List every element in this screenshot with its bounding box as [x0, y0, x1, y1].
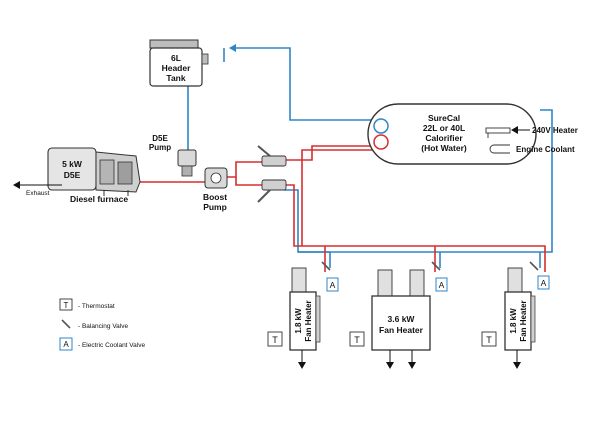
legend-valve-symbol — [59, 337, 73, 351]
electric-valve-3 — [537, 275, 550, 290]
flow-pipe-boost-to-valves — [226, 161, 262, 178]
balancing-valve-3 — [529, 261, 539, 271]
fan-heater-3-label-1: 1.8 kW — [509, 308, 518, 334]
legend-thermostat-symbol — [59, 298, 73, 311]
calorifier-return-coil — [373, 118, 389, 134]
fan-heater-2: 3.6 kW Fan Heater T A — [349, 261, 448, 369]
electric-valve-2 — [435, 277, 448, 292]
flow-pipe-valve-to-heaters — [286, 184, 302, 247]
header-tank: 6L Header Tank — [149, 39, 209, 87]
header-tank-label-3: Tank — [166, 73, 185, 83]
diverter-valve-lower — [257, 179, 287, 203]
fan-heater-2-label-1: 3.6 kW — [388, 314, 416, 324]
electric-valve-1 — [326, 277, 339, 292]
diverter-valve-upper — [257, 145, 287, 167]
return-pipe-valve-to-return — [284, 189, 330, 253]
flow-pipe-heater-main — [302, 245, 546, 272]
electric-valve-3-letter: A — [541, 278, 547, 288]
calorifier-label-4: (Hot Water) — [421, 143, 467, 153]
return-pipe-calorifier-to-tank — [229, 44, 376, 121]
thermostat-3 — [481, 331, 497, 347]
thermostat-1 — [267, 331, 283, 347]
return-pipe-heater-main — [298, 109, 553, 253]
legend: T - Thermostat - Balancing Valve A - Ele… — [59, 298, 145, 351]
boost-pump-label-1: Boost — [203, 192, 227, 202]
electric-valve-2-letter: A — [439, 280, 445, 290]
fan-heater-1-label-2: Fan Heater — [304, 300, 313, 341]
legend-thermostat-symbol-letter: T — [64, 301, 69, 310]
electric-heater-element — [485, 127, 511, 134]
calorifier-coolant-label: Engine Coolant — [516, 145, 575, 154]
engine-coolant-coil — [489, 144, 510, 154]
furnace-label-2: D5E — [64, 170, 81, 180]
legend-thermostat-text: - Thermostat — [78, 303, 115, 310]
calorifier-heater-label: 240V Heater — [532, 126, 578, 135]
diesel-furnace: 5 kW D5E Diesel furnace Exhaust — [13, 147, 141, 204]
flow-pipe-calorifier-out — [301, 149, 376, 246]
d5e-pump: D5E Pump — [149, 134, 197, 177]
fan-heater-2-label-2: Fan Heater — [379, 325, 424, 335]
d5e-pump-label-2: Pump — [149, 143, 171, 152]
legend-valve-text: - Electric Coolant Valve — [78, 342, 145, 349]
balancing-valve-1 — [321, 261, 331, 271]
header-tank-label-2: Header — [162, 63, 192, 73]
thermostat-2 — [349, 331, 365, 347]
calorifier-label-3: Calorifier — [425, 133, 463, 143]
calorifier: SureCal 22L or 40L Calorifier (Hot Water… — [367, 103, 578, 165]
flow-pipe-valve-to-calorifier — [286, 145, 376, 161]
balancing-valve-2 — [431, 261, 441, 271]
calorifier-flow-coil — [373, 134, 389, 150]
thermostat-2-letter: T — [354, 335, 360, 345]
flow-pipe-boost-to-valve-low — [235, 177, 262, 186]
thermostat-3-letter: T — [486, 335, 492, 345]
header-tank-label-1: 6L — [171, 53, 181, 63]
electric-valve-1-letter: A — [330, 280, 336, 290]
legend-valve-symbol-letter: A — [63, 340, 69, 349]
fan-heater-1-label-1: 1.8 kW — [294, 308, 303, 334]
legend-balancing-text: - Balancing Valve — [78, 323, 128, 330]
legend-balancing-valve-symbol — [61, 319, 71, 329]
exhaust-label: Exhaust — [26, 190, 50, 197]
calorifier-label-1: SureCal — [428, 113, 460, 123]
fan-heater-3: 1.8 kW Fan Heater T A — [481, 261, 550, 369]
boost-pump: Boost Pump — [203, 167, 228, 212]
furnace-caption: Diesel furnace — [70, 194, 128, 204]
boost-pump-label-2: Pump — [203, 202, 227, 212]
calorifier-label-2: 22L or 40L — [423, 123, 465, 133]
fan-heater-3-label-2: Fan Heater — [519, 300, 528, 341]
furnace-label-1: 5 kW — [62, 159, 83, 169]
fan-heater-1: 1.8 kW Fan Heater T A — [267, 261, 339, 369]
d5e-pump-label-1: D5E — [152, 134, 168, 143]
thermostat-1-letter: T — [272, 335, 278, 345]
